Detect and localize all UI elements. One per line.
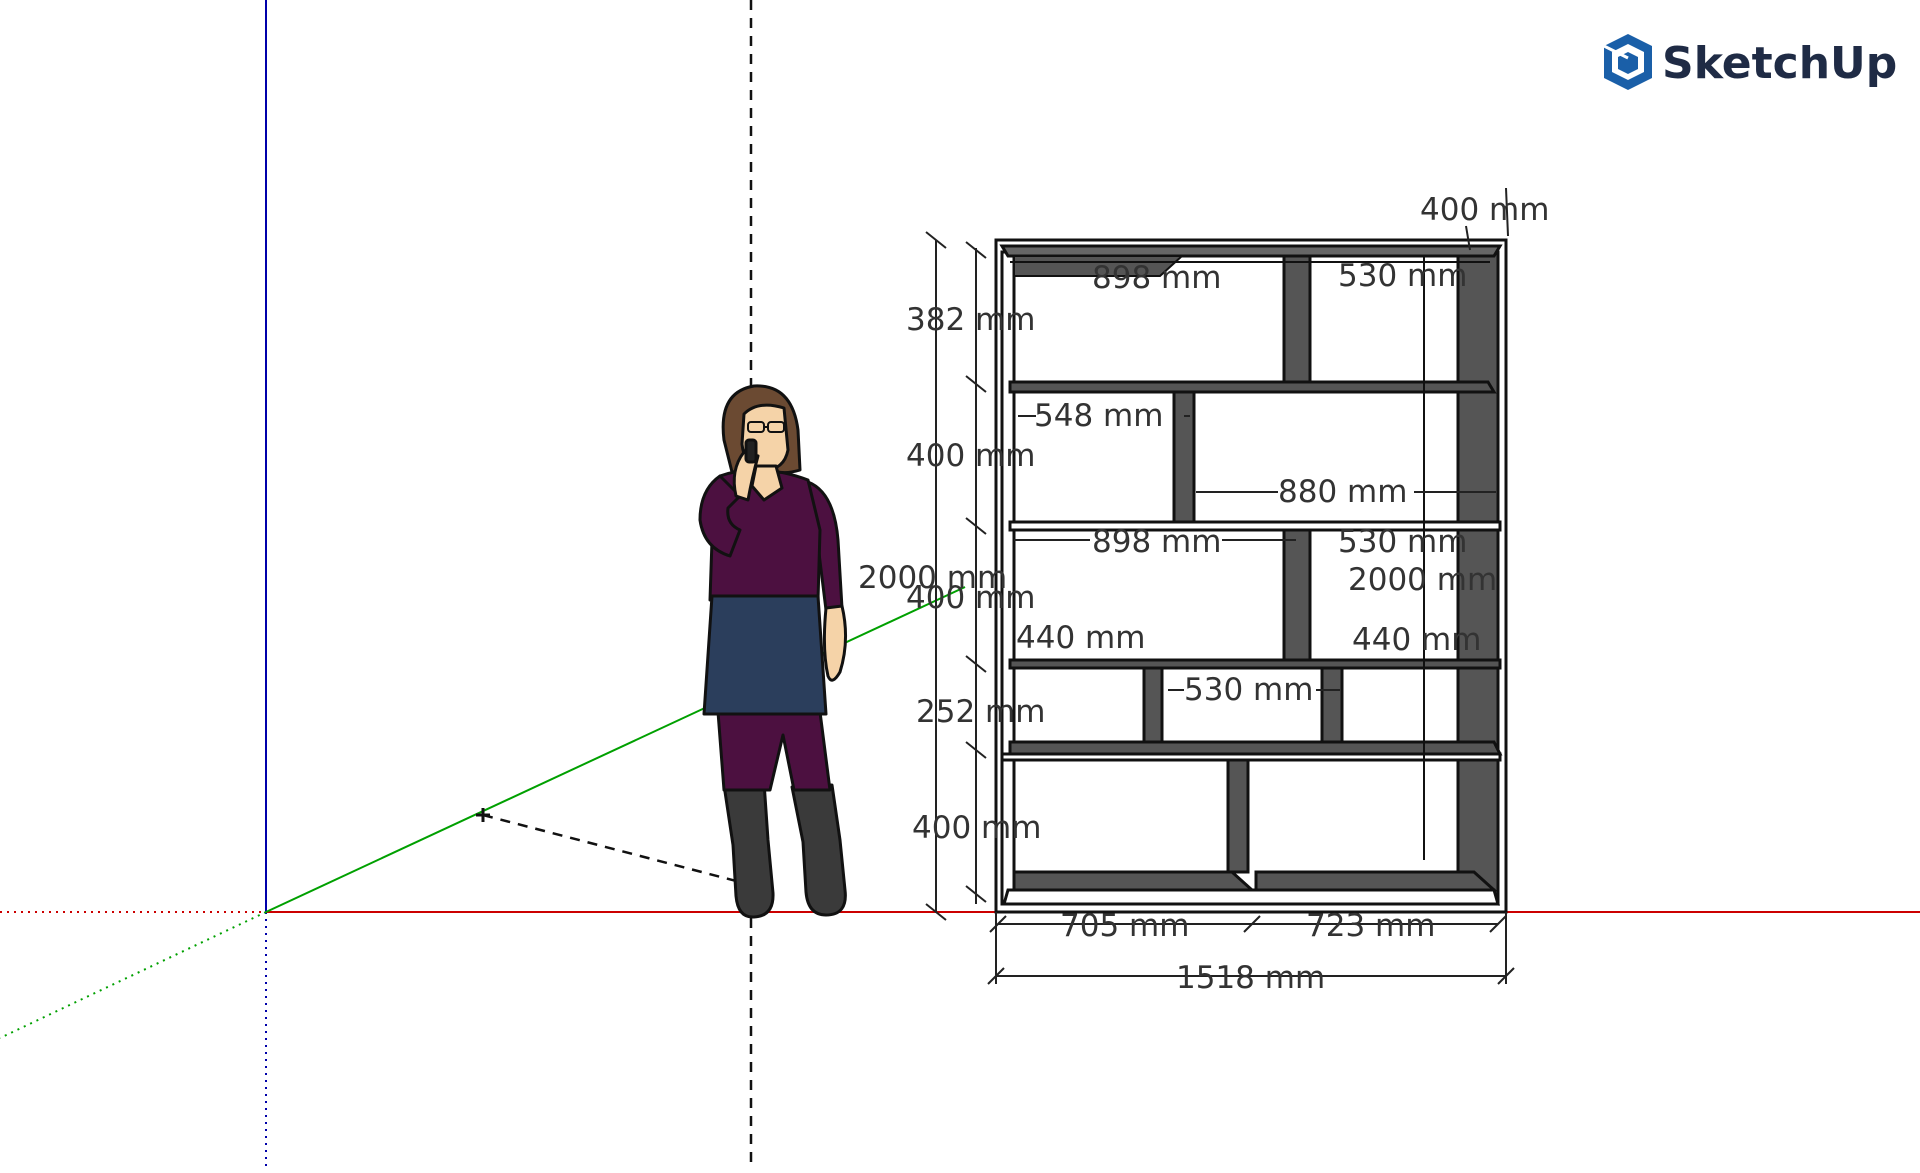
dim-total-right: 2000 mm (1348, 562, 1497, 598)
figure-boot-left (722, 780, 775, 919)
dim-row3-left: 898 mm (1092, 524, 1221, 560)
dim-height-400-a: 400 mm (906, 438, 1035, 474)
figure-glasses (747, 421, 785, 433)
figure-boot-right (790, 783, 847, 917)
depth-lines (1010, 256, 1490, 860)
dim-row2-left: 548 mm (1034, 398, 1163, 434)
dim-height-400-b: 400 mm (906, 580, 1035, 616)
phone-icon (744, 438, 758, 464)
figure-skirt (702, 594, 828, 716)
brand-name: SketchUp (1662, 38, 1897, 89)
dim-row2-right: 880 mm (1278, 474, 1407, 510)
dim-bottom-left: 705 mm (1060, 908, 1189, 944)
bookshelf-model[interactable] (994, 238, 1508, 914)
figure-legs (716, 710, 832, 792)
bookshelf-outline (994, 238, 1508, 914)
dim-total-left: 2000 mm (858, 560, 1007, 596)
figure-hand-left (732, 450, 760, 502)
dim-height-400-c: 400 mm (912, 810, 1041, 846)
dim-bottom-right: 723 mm (1306, 908, 1435, 944)
dim-depth-top: 400 mm (1420, 192, 1549, 228)
dim-row1-right: 530 mm (1338, 258, 1467, 294)
sketchup-logo: SketchUp (1603, 34, 1897, 90)
figure-arm-left (698, 474, 742, 558)
inference-guide-line[interactable] (482, 813, 741, 884)
guide-point-icon[interactable] (476, 808, 490, 822)
scale-figure[interactable] (698, 384, 848, 919)
dimension-lines (925, 187, 1515, 985)
dimension-labels: 400 mm 898 mm 530 mm 382 mm 548 mm 400 m… (858, 192, 1549, 996)
top-board (999, 244, 1503, 258)
dim-row3-right: 530 mm (1338, 524, 1467, 560)
bottom-board (1002, 888, 1500, 906)
dim-row1-left: 898 mm (1092, 260, 1221, 296)
dim-height-252: 252 mm (916, 694, 1045, 730)
dividers (1142, 254, 1344, 874)
dim-row4-middle: 530 mm (1184, 672, 1313, 708)
dim-height-382: 382 mm (906, 302, 1035, 338)
dim-row3-bottom-right: 440 mm (1352, 622, 1481, 658)
shelves (1000, 380, 1503, 892)
sketchup-cube-icon (1603, 34, 1652, 90)
green-axis-negative (0, 911, 267, 1039)
dim-total-width: 1518 mm (1176, 960, 1325, 996)
figure-hand-right (822, 604, 848, 682)
green-axis (265, 586, 966, 913)
dim-row3-bottom-left: 440 mm (1016, 620, 1145, 656)
